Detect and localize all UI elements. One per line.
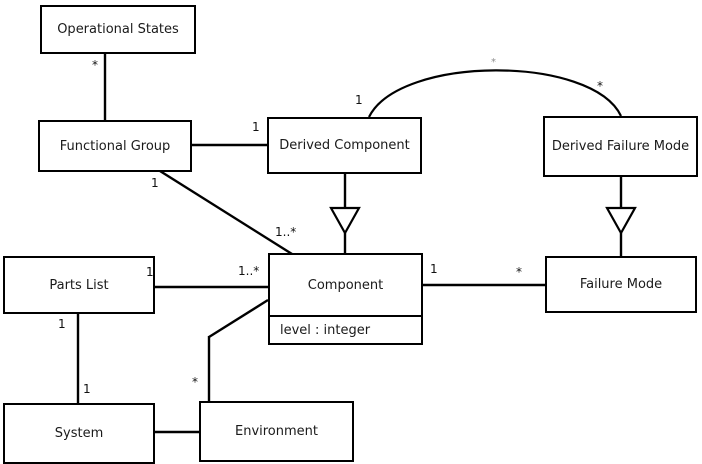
multiplicity-label-m-system-top: 1 (83, 382, 91, 396)
multiplicity-label-m-fg-comp: 1 (151, 176, 159, 190)
class-box-system[interactable]: System (3, 403, 155, 464)
generalization-triangle-derived-failure-mode (605, 206, 637, 236)
class-box-component[interactable]: Component level : integer (268, 253, 423, 345)
connector-derived-component-derived-failure-mode (368, 69, 622, 118)
multiplicity-label-m-env-star: * (192, 375, 198, 389)
multiplicity-label-m-comp-upper: 1..* (275, 225, 297, 239)
class-box-derived-component[interactable]: Derived Component (267, 117, 422, 174)
class-name-system: System (54, 426, 104, 441)
class-name-derived-component: Derived Component (279, 138, 410, 153)
class-name-functional-group: Functional Group (59, 138, 171, 154)
multiplicity-label-m-partslist-right: 1 (146, 265, 154, 279)
class-box-functional-group[interactable]: Functional Group (38, 120, 192, 172)
multiplicity-label-m-fm-left: * (516, 265, 522, 279)
multiplicity-label-m-dfm-arc: * (597, 79, 603, 93)
multiplicity-label-m-comp-left: 1..* (238, 264, 260, 278)
multiplicity-label-m-fg-dc: 1 (252, 120, 260, 134)
class-name-parts-list: Parts List (49, 277, 109, 293)
class-name-failure-mode: Failure Mode (579, 277, 663, 292)
multiplicity-label-m-arc-apex: * (491, 57, 496, 68)
multiplicity-label-m-opstates: * (92, 58, 98, 72)
multiplicity-label-m-partslist-bottom: 1 (58, 317, 66, 331)
class-name-environment: Environment (234, 424, 318, 439)
generalization-triangle-derived-component (329, 206, 361, 236)
class-box-derived-failure-mode[interactable]: Derived Failure Mode (543, 116, 698, 177)
class-attribute-component-0: level : integer (270, 315, 421, 343)
class-box-operational-states[interactable]: Operational States (40, 5, 196, 54)
connector-component-environment-diagonal (208, 298, 269, 339)
class-name-derived-failure-mode: Derived Failure Mode (551, 139, 690, 154)
multiplicity-label-m-comp-right: 1 (430, 262, 438, 276)
class-name-operational-states: Operational States (57, 22, 179, 37)
class-box-failure-mode[interactable]: Failure Mode (545, 256, 697, 313)
class-box-environment[interactable]: Environment (199, 401, 354, 462)
multiplicity-label-m-dc-arc: 1 (355, 93, 363, 107)
class-name-component: Component (307, 277, 384, 293)
connector-functional-group-component (159, 169, 293, 256)
class-box-parts-list[interactable]: Parts List (3, 256, 155, 314)
